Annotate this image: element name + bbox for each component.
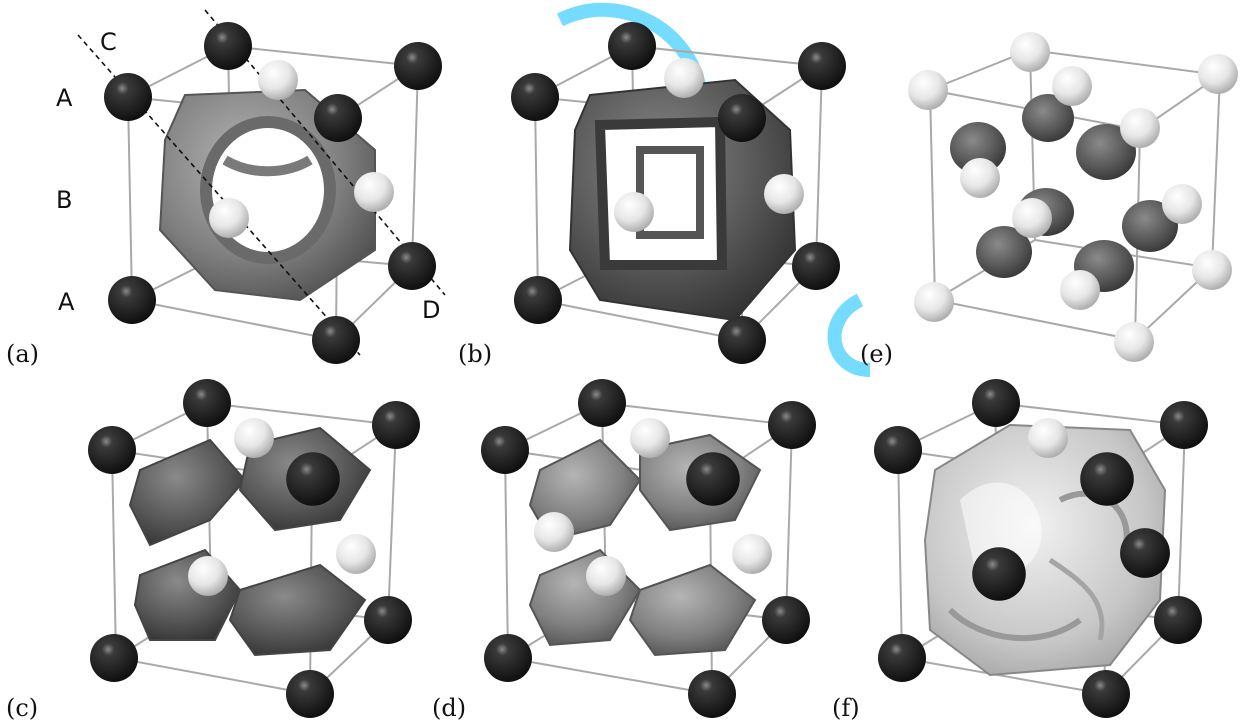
light-atom [188, 556, 228, 596]
panel-d [481, 379, 816, 718]
dark-atom [286, 452, 340, 506]
light-atom [1052, 66, 1092, 106]
dark-atom [204, 22, 252, 70]
panel-label-b: (b) [458, 340, 493, 368]
dark-atom [878, 634, 926, 682]
panel-f [874, 379, 1208, 718]
light-atom [534, 512, 574, 552]
panel-e [908, 32, 1238, 362]
dark-atom [686, 452, 740, 506]
dark-atom [762, 596, 810, 644]
isosurface-a [158, 88, 376, 302]
panel-c [88, 379, 420, 718]
dark-atom [372, 401, 420, 449]
dark-atom [1080, 452, 1134, 506]
dark-atom [1082, 670, 1130, 718]
panel-label-c: (c) [6, 694, 39, 722]
light-atom [336, 534, 376, 574]
light-atom [586, 556, 626, 596]
dark-atom [364, 596, 412, 644]
plane-label-c: C [100, 28, 117, 56]
dark-atom [972, 547, 1026, 601]
light-atom [234, 418, 274, 458]
dark-atom [972, 379, 1020, 427]
plane-label-d: D [422, 296, 441, 324]
dark-atom [394, 42, 442, 90]
dark-atom [88, 426, 136, 474]
dark-atom [718, 316, 766, 364]
light-atom [664, 58, 704, 98]
dark-atom [798, 42, 846, 90]
panel-label-a: (a) [6, 340, 40, 368]
dark-atom [484, 634, 532, 682]
dark-atom [481, 426, 529, 474]
dark-atom [90, 634, 138, 682]
light-atom [732, 534, 772, 574]
dark-atom [792, 242, 840, 290]
light-atom [1028, 418, 1068, 458]
light-atom [1012, 198, 1052, 238]
dark-atom [388, 242, 436, 290]
light-atom [1060, 270, 1100, 310]
dark-atom [511, 73, 559, 121]
light-atom [1162, 184, 1202, 224]
light-atom [1120, 108, 1160, 148]
dark-atom [312, 316, 360, 364]
dark-atom [183, 379, 231, 427]
light-atom [764, 174, 804, 214]
plane-cut-line-cd-1 [77, 34, 361, 356]
dark-atom [608, 22, 656, 70]
panel-a [77, 9, 446, 364]
layer-label-b: B [56, 186, 73, 214]
dark-atom [286, 670, 334, 718]
light-atom [908, 70, 948, 110]
dark-atom [514, 276, 562, 324]
panel-b [511, 22, 846, 364]
dark-atom [688, 670, 736, 718]
light-atom [960, 158, 1000, 198]
dark-atom [1154, 596, 1202, 644]
dark-atom [108, 276, 156, 324]
light-atom [914, 282, 954, 322]
isosurface-e [950, 94, 1178, 292]
dark-atom [104, 73, 152, 121]
light-atom [1114, 322, 1154, 362]
light-atom [630, 418, 670, 458]
dark-atom [874, 426, 922, 474]
layer-label-a-top: A [56, 84, 73, 112]
light-atom [1192, 250, 1232, 290]
isosurface-c [128, 426, 372, 657]
dark-atom [578, 379, 626, 427]
light-atom [1010, 32, 1050, 72]
dark-atom [1160, 401, 1208, 449]
light-atom [209, 198, 249, 238]
panel-label-d: (d) [432, 694, 467, 722]
light-atom [1198, 54, 1238, 94]
light-atom [354, 172, 394, 212]
light-atom [614, 192, 654, 232]
light-atom [258, 60, 298, 100]
panel-label-f: (f) [832, 694, 860, 722]
panel-label-e: (e) [860, 340, 893, 368]
dark-atom [768, 401, 816, 449]
dark-atom [314, 94, 362, 142]
layer-label-a-bottom: A [58, 288, 75, 316]
dark-atom [718, 94, 766, 142]
dark-atom [1120, 528, 1170, 578]
